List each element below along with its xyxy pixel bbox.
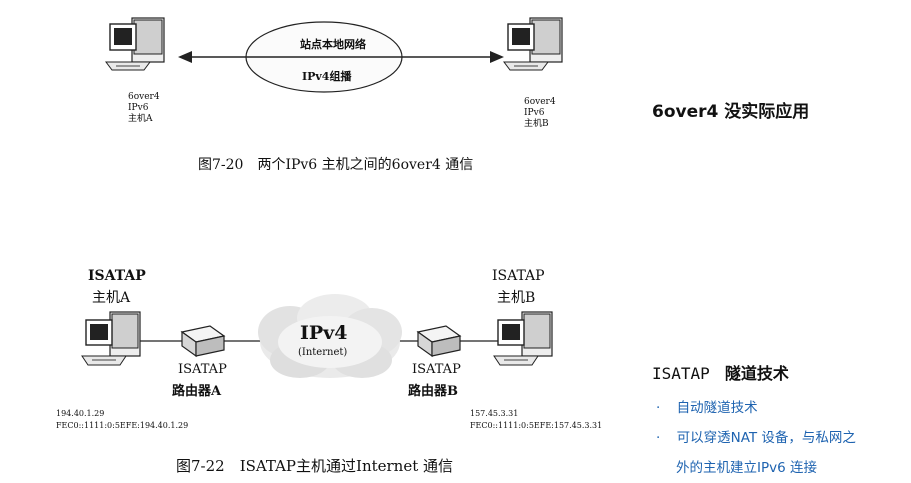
bullet-dot-1: · [656,400,661,416]
bullet-text-3: 外的主机建立IPv6 连接 [676,460,817,476]
host-b-line3: 主机B [524,119,549,129]
addr-b-ipv4: 157.45.3.31 [470,409,519,418]
router-b-title: ISATAP [412,362,461,377]
host-b-line1: 6over4 [524,97,556,107]
isatap-router-a-icon [180,325,226,358]
cloud-subtitle: (Internet) [298,347,348,358]
host-a-subtitle: 主机A [92,290,131,306]
addr-a-ipv6: FEC0::1111:0:5EFE:194.40.1.29 [56,421,189,430]
figure-7-20-caption: 图7-20 两个IPv6 主机之间的6over4 通信 [198,157,474,173]
figure-7-22-caption: 图7-22 ISATAP主机通过Internet 通信 [176,457,454,475]
host-b-labels: 6over4 IPv6 主机B [524,97,556,130]
router-a-title: ISATAP [178,362,227,377]
note-isatap-title: ISATAP 隧道技术 [652,360,789,384]
router-a-subtitle: 路由器A [172,384,222,399]
host-a-line1: 6over4 [128,92,160,102]
ellipse-bottom-label: IPv4组播 [302,70,352,83]
ellipse-top-label: 站点本地网络 [300,38,366,51]
bullet-item-2: · 可以穿透NAT 设备，与私网之 [656,426,856,446]
host-a-title: ISATAP [88,268,146,284]
bullet-dot-2: · [656,430,661,446]
computer-a-icon [105,17,165,71]
isatap-host-a-icon [81,311,141,366]
addr-b-ipv6: FEC0::1111:0:5EFE:157.45.3.31 [470,421,603,430]
host-b-line2: IPv6 [524,108,545,118]
cloud-title: IPv4 [300,322,348,344]
isatap-router-b-icon [416,325,462,358]
note-6over4-title: 6over4 没实际应用 [652,102,810,122]
host-b-title: ISATAP [492,268,545,284]
note-isatap-title-b: 隧道技术 [724,364,789,383]
bullet-item-1: · 自动隧道技术 [656,396,758,416]
host-a-line2: IPv6 [128,103,149,113]
arrow-right-head [490,51,504,63]
bullet-text-1: 自动隧道技术 [676,400,758,416]
internet-cloud-icon [258,294,402,378]
host-b-subtitle: 主机B [497,290,536,306]
computer-b-icon [503,17,563,71]
note-isatap-title-a: ISATAP [652,364,710,383]
host-a-line3: 主机A [128,114,153,124]
bullet-item-3: 外的主机建立IPv6 连接 [676,456,817,476]
host-a-labels: 6over4 IPv6 主机A [128,92,160,125]
bullet-text-2: 可以穿透NAT 设备，与私网之 [676,430,856,446]
arrow-left-head [178,51,192,63]
addr-a-ipv4: 194.40.1.29 [56,409,105,418]
router-b-subtitle: 路由器B [408,384,458,399]
isatap-host-b-icon [493,311,553,366]
